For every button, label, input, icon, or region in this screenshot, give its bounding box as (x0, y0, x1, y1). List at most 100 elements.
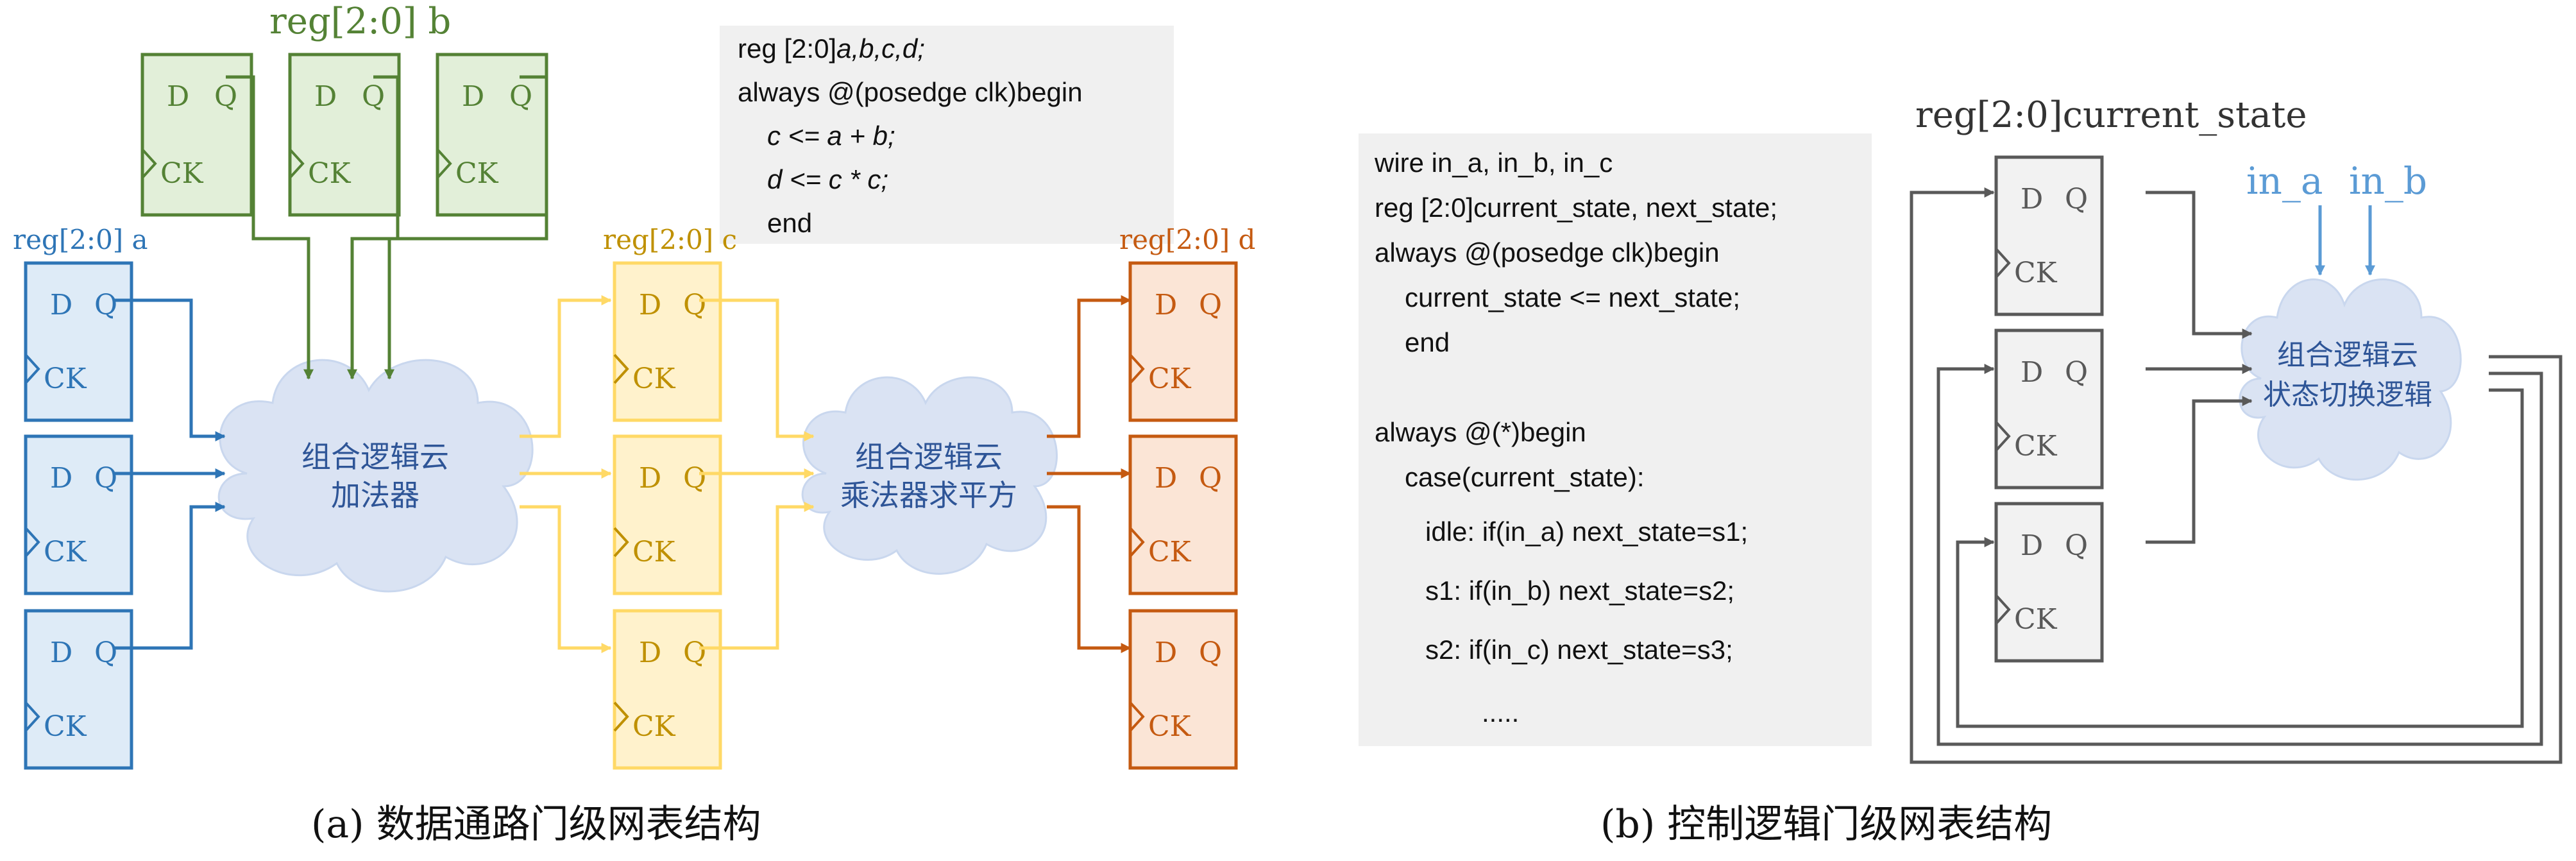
ff-a0-ck-pin: CK (44, 362, 87, 395)
ff-a0-clock-triangle (24, 354, 40, 384)
ff-c0-ck-pin: CK (632, 362, 676, 395)
ff-state1-ck-pin: CK (2014, 430, 2058, 463)
ff-c1-box (613, 434, 722, 595)
ff-state1-q-pin: Q (2065, 356, 2088, 389)
wires-reg-a (114, 298, 226, 650)
ff-c1-clock-triangle (613, 527, 629, 558)
wire-feedback-0 (1910, 187, 2563, 764)
ff-state2-ck-pin: CK (2014, 603, 2058, 636)
state-wires (1910, 187, 2563, 764)
code-a-line2: always @(posedge clk)begin (738, 77, 1083, 107)
ff-d2-d-pin: D (1155, 636, 1177, 669)
ff-d2-ck-pin: CK (1148, 710, 1192, 743)
ff-a1-q-pin: Q (94, 462, 117, 495)
wire-feedback-1 (1936, 363, 2543, 746)
cloud-adder-subtitle: 加法器 (331, 478, 419, 513)
ff-a1-ck-pin: CK (44, 536, 87, 568)
ff-b0-q-pin: Q (214, 80, 237, 113)
caption-a: (a) 数据通路门级网表结构 (311, 802, 761, 847)
ff-state1-box (1994, 328, 2104, 490)
cloud-adder: 组合逻辑云 加法器 (217, 359, 534, 593)
ff-state2-d-pin: D (2021, 529, 2043, 562)
panel-b: wire in_a, in_b, in_c reg [2:0]current_s… (1359, 94, 2563, 847)
ff-b2-clock-triangle (436, 148, 452, 179)
ff-b2-box (436, 53, 548, 217)
cloud-multiplier-shape (801, 376, 1058, 575)
code-b-line3: always @(posedge clk)begin (1375, 237, 1720, 268)
cloud-multiplier-title: 组合逻辑云 (855, 439, 1003, 474)
code-b-line6: always @(*)begin (1375, 417, 1586, 447)
ff-d2-box (1128, 609, 1238, 770)
ff-c0-box (613, 261, 722, 422)
ff-state2-box (1994, 502, 2104, 663)
ff-a2-clock-triangle (24, 701, 40, 732)
ff-state0-d-pin: D (2021, 183, 2043, 216)
ff-b2-d-pin: D (462, 80, 484, 113)
ff-d1-clock-triangle (1129, 527, 1145, 558)
caption-b: (b) 控制逻辑门级网表结构 (1600, 802, 2052, 847)
ff-a2-box (24, 609, 133, 770)
cloud-state-logic-title: 组合逻辑云 (2277, 339, 2418, 371)
ff-state1-clock-triangle (1995, 421, 2011, 452)
ff-a0-q-pin: Q (94, 289, 117, 321)
wire-d-in2 (1047, 505, 1131, 654)
ff-c1-ck-pin: CK (632, 536, 676, 568)
code-b-line10: s2: if(in_c) next_state=s3; (1425, 635, 1733, 665)
ff-b2-ck-pin: CK (455, 157, 499, 190)
code-b-line8: idle: if(in_a) next_state=s1; (1425, 516, 1748, 547)
ff-b1-ck-pin: CK (308, 157, 352, 190)
code-a-line1: reg [2:0]a,b,c,d; (738, 33, 925, 64)
wire-c-out2 (699, 501, 815, 650)
wire-q0-to-cloud (2146, 191, 2253, 339)
wire-c-in0 (520, 294, 612, 438)
input-wires (2314, 205, 2376, 276)
ff-state1-d-pin: D (2021, 356, 2043, 389)
code-b-line5: end (1405, 327, 1450, 357)
cloud-state-logic-subtitle: 状态切换逻辑 (2263, 379, 2432, 411)
ff-a1-d-pin: D (50, 462, 72, 495)
ff-state0-ck-pin: CK (2014, 257, 2058, 289)
ff-a0-box (24, 261, 133, 422)
cloud-adder-shape (217, 359, 534, 593)
ff-d2-q-pin: Q (1199, 636, 1222, 669)
ff-c2-box (613, 609, 722, 770)
panel-a: reg [2:0]a,b,c,d; always @(posedge clk)b… (13, 1, 1255, 847)
ff-b0-ck-pin: CK (160, 157, 204, 190)
wires-c-to-cloud2 (699, 298, 815, 650)
input-in-a-label: in_a (2246, 159, 2323, 203)
wires-cloud1-to-c (520, 294, 612, 654)
wire-c-in2 (520, 505, 612, 654)
ff-a2-q-pin: Q (94, 636, 117, 669)
reg-a-label: reg[2:0] a (13, 224, 148, 255)
code-b-line1: wire in_a, in_b, in_c (1374, 148, 1613, 178)
ff-d1-q-pin: Q (1199, 462, 1222, 495)
ff-a1-box (24, 434, 133, 595)
ff-c2-d-pin: D (639, 636, 661, 669)
ff-state0-q-pin: Q (2065, 183, 2088, 216)
wire-d-in0 (1047, 294, 1131, 438)
wire-a0 (114, 298, 226, 442)
wire-b0 (226, 75, 314, 380)
code-b-line4: current_state <= next_state; (1405, 282, 1740, 312)
ff-d0-q-pin: Q (1199, 289, 1222, 321)
wire-c-out0 (699, 298, 815, 442)
cloud-multiplier-subtitle: 乘法器求平方 (840, 478, 1017, 513)
ff-d0-clock-triangle (1129, 354, 1145, 384)
ff-c1-d-pin: D (639, 462, 661, 495)
ff-c2-ck-pin: CK (632, 710, 676, 743)
wire-q2-to-cloud (2146, 395, 2253, 544)
